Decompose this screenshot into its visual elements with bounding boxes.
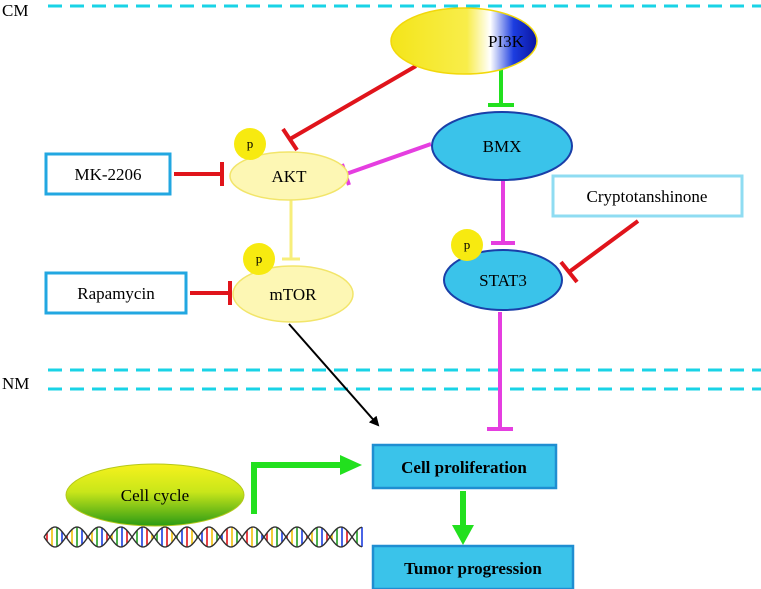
- node-bmx: BMX: [431, 111, 573, 181]
- edge-pi3k-akt: [281, 64, 418, 152]
- pi3k-label: PI3K: [488, 32, 525, 51]
- node-cell-proliferation: Cell proliferation: [371, 443, 558, 490]
- dna-strand: [43, 526, 363, 548]
- edge-bmx-akt: [340, 142, 432, 186]
- stat3-label: STAT3: [479, 271, 527, 290]
- cell-cycle-label: Cell cycle: [121, 486, 189, 505]
- node-mtor: mTOR: [232, 265, 354, 323]
- edge-mtor-proliferation: [288, 323, 380, 427]
- cell-membrane-label: CM: [2, 1, 28, 20]
- inhibitor-rapamycin: Rapamycin: [44, 271, 188, 315]
- edge-proliferation-tumor: [452, 491, 474, 545]
- node-akt: AKT: [229, 151, 349, 201]
- mk2206-label: MK-2206: [74, 165, 141, 184]
- dna-strand: [43, 526, 363, 548]
- node-tumor-progression: Tumor progression: [371, 544, 575, 589]
- tumor-progression-label: Tumor progression: [404, 559, 542, 578]
- akt-phospho-badge: p: [234, 128, 266, 160]
- edge-cryptotanshinone-stat3: [559, 219, 640, 284]
- edge-stat3-proliferation: [487, 312, 513, 431]
- edge-pi3k-bmx: [488, 65, 514, 107]
- mtor-phospho-label: p: [256, 251, 263, 266]
- cryptotanshinone-label: Cryptotanshinone: [587, 187, 708, 206]
- edge-bmx-stat3: [491, 179, 515, 245]
- mtor-phospho-badge: p: [243, 243, 275, 275]
- nuclear-membrane-label: NM: [2, 374, 29, 393]
- inhibitor-cryptotanshinone: Cryptotanshinone: [551, 174, 744, 218]
- stat3-phospho-badge: p: [451, 229, 483, 261]
- node-stat3: STAT3: [443, 249, 563, 311]
- bmx-label: BMX: [483, 137, 522, 156]
- akt-phospho-label: p: [247, 136, 254, 151]
- stat3-phospho-label: p: [464, 237, 471, 252]
- node-pi3k: PI3K: [390, 7, 538, 75]
- nuclear-membrane: [48, 368, 761, 391]
- edge-rapamycin-mtor: [190, 281, 232, 305]
- inhibitor-mk2206: MK-2206: [44, 152, 172, 196]
- rapamycin-label: Rapamycin: [77, 284, 155, 303]
- akt-label: AKT: [272, 167, 308, 186]
- edge-akt-mtor: [282, 199, 300, 261]
- mtor-label: mTOR: [270, 285, 318, 304]
- cell-proliferation-label: Cell proliferation: [401, 458, 527, 477]
- edge-mk2206-akt: [174, 162, 224, 186]
- dna-helix-icon: [43, 526, 363, 548]
- edge-cellcycle-proliferation: [251, 455, 362, 514]
- node-cell-cycle: Cell cycle: [65, 463, 245, 527]
